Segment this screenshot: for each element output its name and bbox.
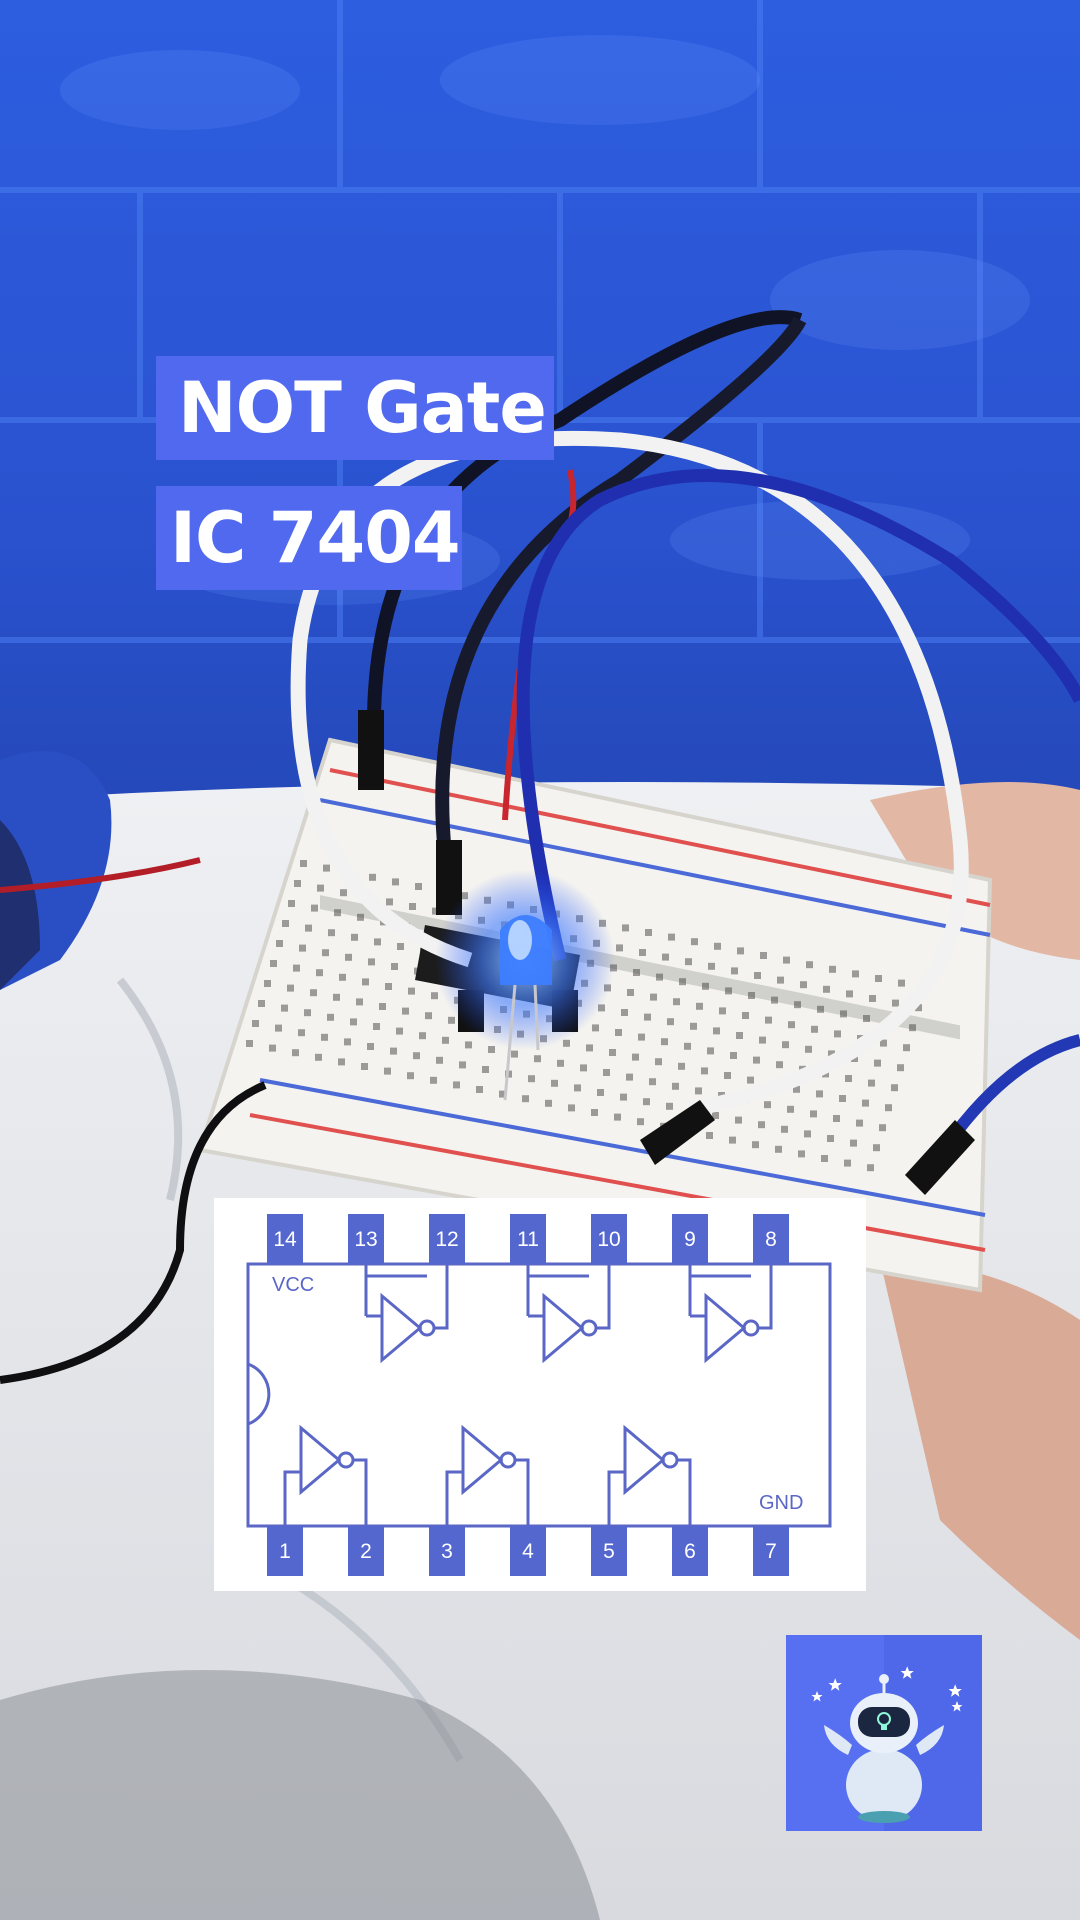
bottom-pin-5: 5 <box>591 1526 627 1576</box>
robot-mascot-icon <box>811 1635 982 1831</box>
title-line1-text: NOT Gate <box>178 367 547 449</box>
top-pin-10: 10 <box>591 1214 627 1264</box>
pin-number: 4 <box>522 1540 534 1563</box>
top-pin-13: 13 <box>348 1214 384 1264</box>
vcc-label: VCC <box>272 1274 314 1296</box>
gnd-label: GND <box>759 1492 803 1514</box>
top-pin-11: 11 <box>510 1214 546 1264</box>
pin-number: 11 <box>517 1228 539 1251</box>
pin-number: 10 <box>597 1228 620 1251</box>
bottom-pin-1: 1 <box>267 1526 303 1576</box>
title-not-gate: NOT Gate <box>156 356 554 460</box>
pin-number: 1 <box>279 1540 291 1563</box>
pin-number: 12 <box>435 1228 458 1251</box>
pin-number: 6 <box>684 1540 696 1563</box>
title-line2-text: IC 7404 <box>170 497 461 579</box>
not-gate-lower-3 <box>607 1424 692 1526</box>
top-pin-12: 12 <box>429 1214 465 1264</box>
pin-number: 2 <box>360 1540 372 1563</box>
pin-number: 5 <box>603 1540 615 1563</box>
ic-body <box>246 1262 832 1528</box>
bottom-pin-3: 3 <box>429 1526 465 1576</box>
title-ic-7404: IC 7404 <box>156 486 462 590</box>
pin-number: 14 <box>273 1228 297 1251</box>
bottom-pin-6: 6 <box>672 1526 708 1576</box>
top-pin-8: 8 <box>753 1214 789 1264</box>
top-pin-14: 14 <box>267 1214 303 1264</box>
bottom-pin-7: 7 <box>753 1526 789 1576</box>
pin-number: 7 <box>765 1540 777 1563</box>
not-gate-lower-2 <box>445 1424 530 1526</box>
pin-number: 3 <box>441 1540 453 1563</box>
bottom-pin-2: 2 <box>348 1526 384 1576</box>
not-gate-upper-3 <box>688 1264 773 1364</box>
channel-logo <box>786 1635 982 1831</box>
not-gate-lower-1 <box>283 1424 368 1526</box>
ic-notch <box>247 1362 271 1426</box>
bottom-pin-4: 4 <box>510 1526 546 1576</box>
pin-number: 9 <box>684 1228 696 1251</box>
pin-number: 13 <box>354 1228 377 1251</box>
top-pin-9: 9 <box>672 1214 708 1264</box>
not-gate-upper-2 <box>526 1264 611 1364</box>
pin-number: 8 <box>765 1228 777 1251</box>
not-gate-upper-1 <box>364 1264 449 1364</box>
